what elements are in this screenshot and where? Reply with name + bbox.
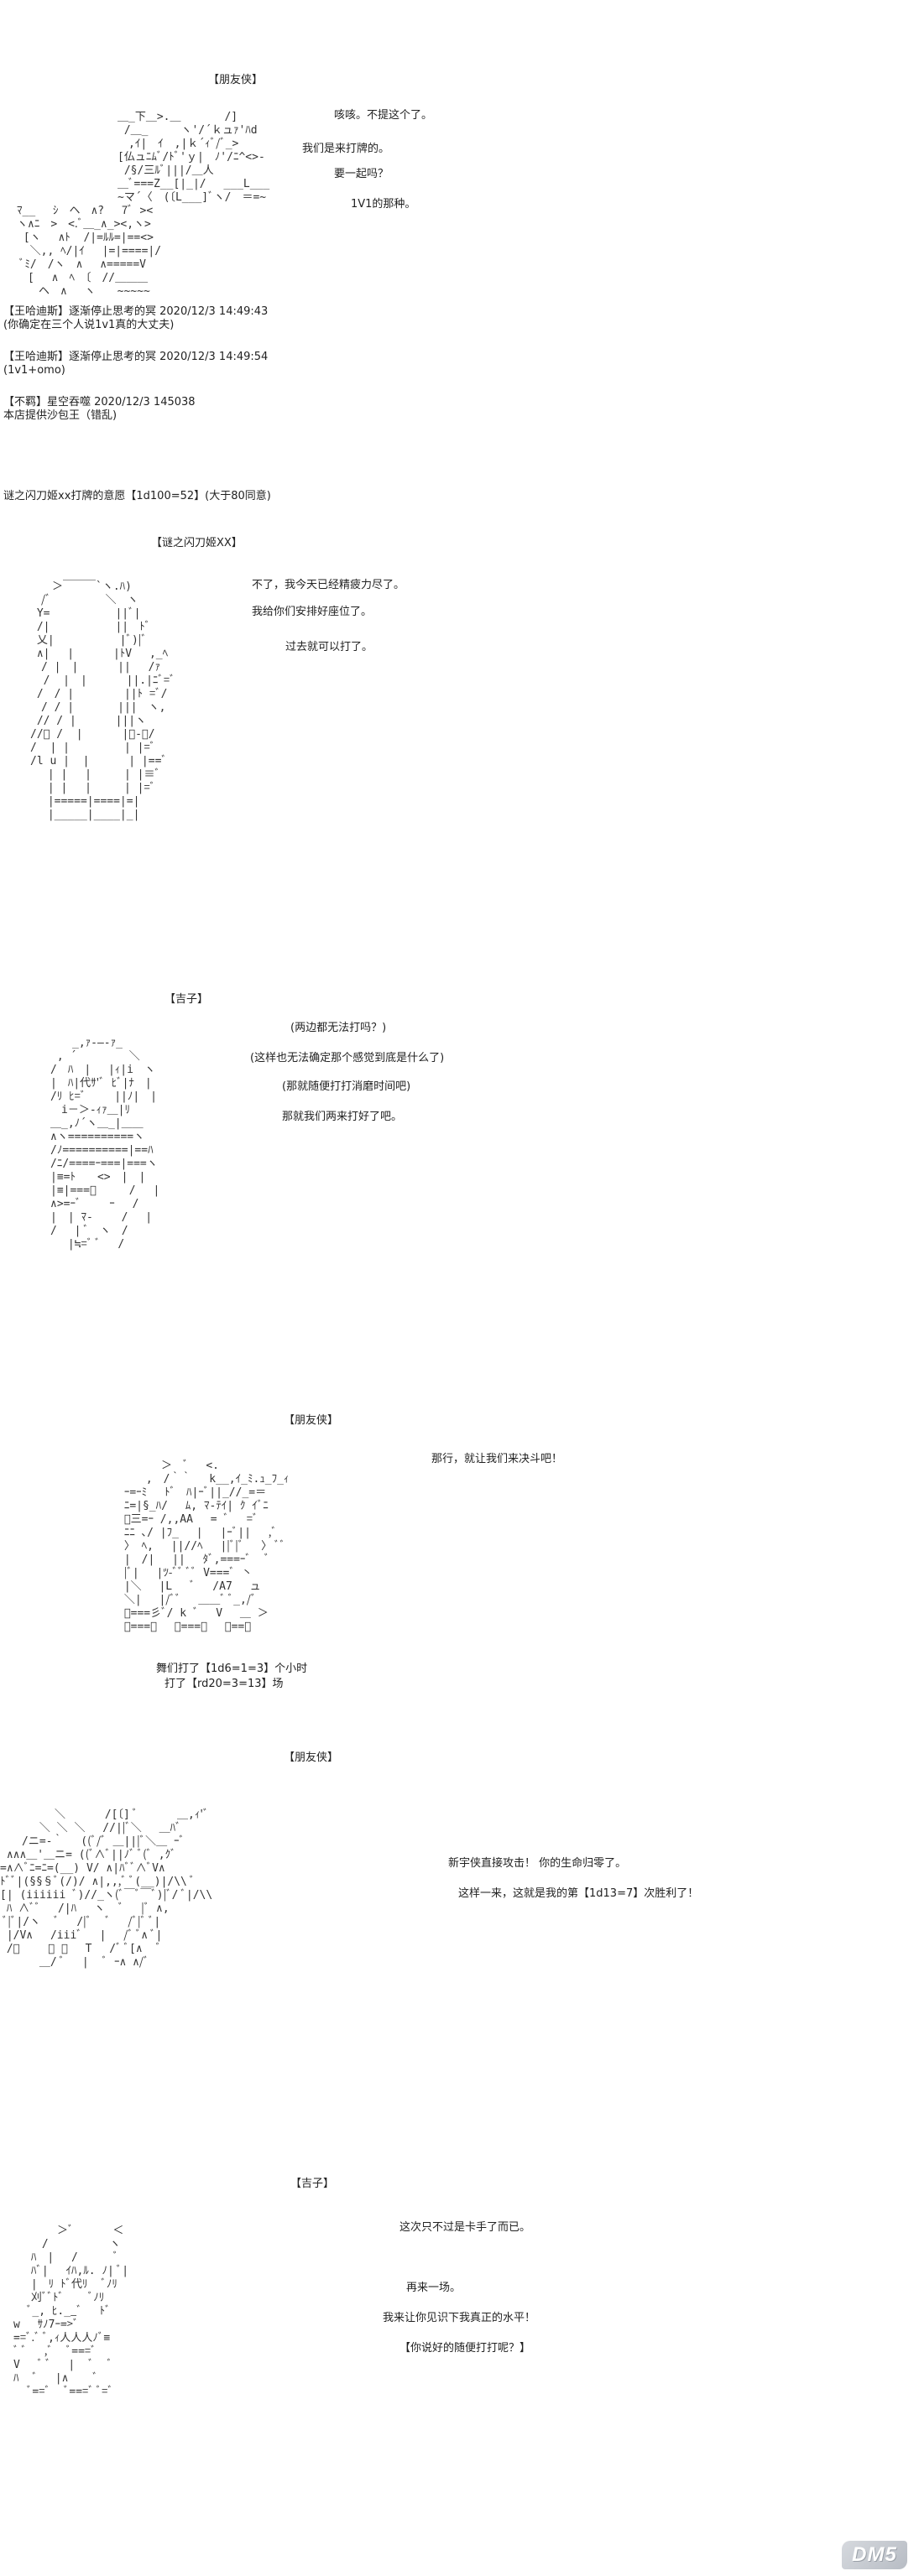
chat-message: (1v1+omo): [3, 364, 65, 377]
ascii-art: ＿_下＿>.＿ /] /＿_ ヽ'/´ｋュｧ'ﾊd ,ｲ| ｲ ,|ｋ´ｨﾞ/ﾞ…: [117, 111, 270, 204]
ascii-art: ＞ﾞ ＜ / ヽ ﾊ | / ﾞ ﾊﾞ| ｲﾊ,ﾙ. ﾉ| ﾞ| | ﾘ ﾄﾞ代…: [13, 2225, 129, 2398]
dialogue-line: 这次只不过是卡手了而已。: [399, 2221, 531, 2234]
narration: 打了【rd20=3=13】场: [164, 1678, 284, 1690]
chat-message: 本店提供沙包王（错乱): [3, 409, 117, 422]
dialogue-line: 那就我们两来打好了吧。: [282, 1111, 403, 1123]
dialogue-line: 我给你们安排好座位了。: [252, 606, 373, 618]
dialogue-line: 要一起吗？: [334, 168, 389, 180]
dialogue-line: 再来一场。: [406, 2282, 462, 2294]
chat-user: 【王哈迪斯】逐渐停止思考的冥 2020/12/3 14:49:43: [3, 305, 269, 318]
speaker-name: 【朋友侠】: [284, 1414, 339, 1427]
dialogue-line: 那行，就让我们来决斗吧！: [431, 1453, 563, 1465]
dialogue-line: 1V1的那种。: [351, 198, 416, 211]
watermark-label: DM5: [852, 2543, 897, 2566]
speaker-name: 【吉子】: [164, 993, 209, 1006]
dialogue-line: 咳咳。不提这个了。: [334, 109, 433, 122]
ascii-art: ＞￣￣￣`ヽ.ﾊ) /ﾞ ＼ ヽ Y= ||ﾞ| /| || ﾄﾞ 乂| |ﾞ)…: [30, 580, 175, 821]
dialogue-line: 不了，我今天已经精疲力尽了。: [252, 579, 405, 591]
ascii-art: _,ｧ-―-ｧ_ , ´ ＼/ ﾊ | |ｨ|i ヽ| ﾊ|代ｻ'ﾞ ﾋﾞ|ﾅ …: [50, 1037, 160, 1251]
dialogue-line: 过去就可以打了。: [285, 641, 373, 653]
chat-user: 【王哈迪斯】逐渐停止思考的冥 2020/12/3 14:49:54: [3, 351, 269, 363]
chat-message: (你确定在三个人说1v1真的大丈夫): [3, 319, 175, 331]
narration: 舞们打了【1d6=1=3】个小时: [156, 1663, 308, 1675]
dialogue-line: 我来让你见识下我真正的水平！: [383, 2312, 536, 2324]
dialogue-line: (那就随便打打消磨时间吧): [282, 1080, 411, 1093]
dm5-logo-icon: DM5: [842, 2541, 907, 2569]
dialogue-line: 我们是来打牌的。: [302, 143, 390, 155]
ascii-art: ＼ /[〔] ﾞ ＿,ｨ'ﾞ ＼ ＼ ＼ //||ﾞ＼ ＿ﾊﾞ /ニ=-｀ ((…: [0, 1808, 213, 1969]
dialogue-line: (两边都无法打吗？): [290, 1022, 387, 1034]
speaker-name: 【吉子】: [290, 2178, 335, 2190]
dialogue-line: 新宇侠直接攻击！ 你的生命归零了。: [448, 1857, 627, 1870]
speaker-name: 【谜之闪刀姬XX】: [151, 537, 243, 549]
ascii-art: ＞ ﾞ <. , /｀｀ k__,ｲ_ﾐ.ｭ_ﾌ_ｨ ｰ=ｰﾐ ﾄﾞ ﾊ|ｰﾞ|…: [117, 1460, 290, 1633]
chat-user: 【不羁】星空吞噬 2020/12/3 145038: [3, 396, 196, 409]
speaker-name: 【朋友侠】: [284, 1751, 339, 1764]
ascii-art-lower: ﾏ__ ｼ ヘ ∧? 7ﾞ ><ヽ∧ﾆ > <.ﾞ＿_∧_><,ヽ> [ヽ ∧ﾄ…: [17, 205, 162, 298]
dialogue-line: 【你说好的随便打打呢？】: [399, 2342, 531, 2355]
speaker-name: 【朋友侠】: [208, 74, 264, 86]
roll-line: 谜之闪刀姬xx打牌的意愿【1d100=52】(大于80同意): [3, 490, 271, 502]
dialogue-line: 这样一来，这就是我的第【1d13=7】次胜利了！: [458, 1887, 699, 1900]
dialogue-line: (这样也无法确定那个感觉到底是什么了): [250, 1052, 445, 1064]
